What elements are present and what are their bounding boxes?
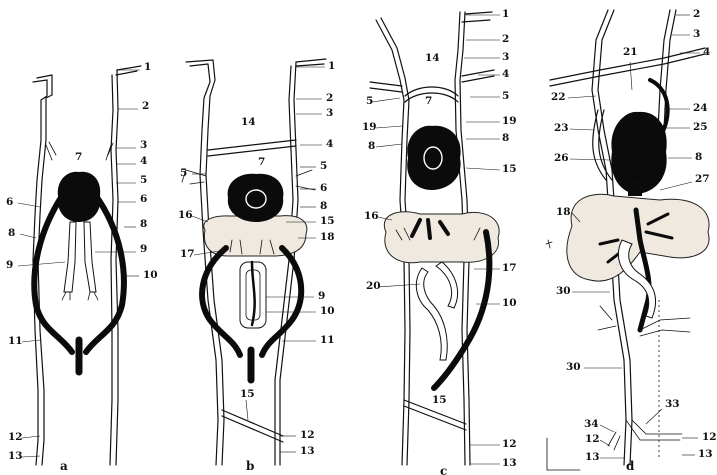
panel-b-label-14: 14 bbox=[241, 116, 256, 128]
panel-d-label-13: 13 bbox=[585, 451, 600, 463]
panel-c-label-5: 5 bbox=[502, 90, 509, 102]
panel-d-label-25: 25 bbox=[693, 121, 708, 133]
panel-b-label-16: 16 bbox=[178, 209, 193, 221]
panel-d-label-3: 3 bbox=[693, 28, 700, 40]
panel-b-label-9: 9 bbox=[318, 290, 325, 302]
panel-a-caption: a bbox=[60, 459, 68, 473]
panel-c-label-20: 20 bbox=[366, 280, 381, 292]
panel-c-label-3: 3 bbox=[502, 51, 509, 63]
panel-d-scale-bar bbox=[547, 438, 580, 470]
panel-c-label-14: 14 bbox=[425, 52, 440, 64]
panel-c-caption: c bbox=[440, 464, 447, 475]
panel-d-label-26: 26 bbox=[554, 152, 569, 164]
panel-b-label-5: 5 bbox=[320, 160, 327, 172]
panel-d-label-24: 24 bbox=[693, 102, 708, 114]
panel-d-label-30: 30 bbox=[566, 361, 581, 373]
panel-a-label-8: 8 bbox=[8, 227, 15, 239]
panel-d-label-13: 13 bbox=[698, 448, 713, 460]
panel-d-label-4: 4 bbox=[703, 46, 710, 58]
panel-b-label-17: 17 bbox=[180, 248, 195, 260]
panel-b-label-1: 1 bbox=[328, 60, 335, 72]
panel-b-heart bbox=[228, 174, 284, 222]
panel-c-label-15: 15 bbox=[432, 394, 447, 406]
panel-d-label-18: 18 bbox=[556, 206, 571, 218]
panel-b-label-11: 11 bbox=[320, 334, 335, 346]
panel-d-label-23: 23 bbox=[554, 122, 569, 134]
panel-b-label-10: 10 bbox=[320, 305, 335, 317]
panel-a bbox=[18, 66, 141, 465]
panel-c-label-13: 13 bbox=[502, 457, 517, 469]
panel-c-label-10: 10 bbox=[502, 297, 517, 309]
panel-d-label-8: 8 bbox=[695, 151, 702, 163]
panel-b-label-4: 4 bbox=[326, 138, 333, 150]
panel-a-label-9: 9 bbox=[140, 243, 147, 255]
panel-b-label-3: 3 bbox=[326, 107, 333, 119]
panel-b-label-15: 15 bbox=[240, 388, 255, 400]
panel-d-label-21: 21 bbox=[623, 46, 638, 58]
panel-c-label-15: 15 bbox=[502, 163, 517, 175]
panel-c-label-16: 16 bbox=[364, 210, 379, 222]
panel-a-label-10: 10 bbox=[143, 269, 158, 281]
panel-d-label-33: 33 bbox=[665, 398, 680, 410]
panel-a-label-11: 11 bbox=[8, 335, 23, 347]
panel-a-label-7: 7 bbox=[75, 151, 82, 163]
panel-a-label-1: 1 bbox=[144, 61, 151, 73]
panel-a-label-3: 3 bbox=[140, 139, 147, 151]
panel-d-label-12: 12 bbox=[702, 431, 717, 443]
panel-c-label-8: 8 bbox=[368, 140, 375, 152]
panel-c-label-17: 17 bbox=[502, 262, 517, 274]
panel-c-liver bbox=[384, 212, 499, 263]
panel-a-label-12: 12 bbox=[8, 431, 23, 443]
panel-c-label-19: 19 bbox=[362, 121, 377, 133]
panel-b-label-8: 8 bbox=[320, 200, 327, 212]
panel-c-label-4: 4 bbox=[502, 68, 509, 80]
panel-a-label-9: 9 bbox=[6, 259, 13, 271]
panel-a-vitelline-arches bbox=[34, 196, 124, 372]
panel-b-label-2: 2 bbox=[326, 92, 333, 104]
panel-a-label-6: 6 bbox=[6, 196, 13, 208]
panel-a-label-6: 6 bbox=[140, 193, 147, 205]
panel-b-label-15: 15 bbox=[320, 215, 335, 227]
panel-b-label-7: 7 bbox=[258, 156, 265, 168]
panel-d bbox=[546, 10, 709, 470]
panel-a-gut bbox=[62, 222, 98, 300]
panel-c-label-5: 5 bbox=[366, 95, 373, 107]
panel-d-label-22: 22 bbox=[551, 91, 566, 103]
panel-d-label-7: 7 bbox=[633, 181, 640, 193]
panel-b-label-5: 5 bbox=[180, 167, 187, 179]
panel-c-label-2: 2 bbox=[502, 33, 509, 45]
panel-b-label-18: 18 bbox=[320, 231, 335, 243]
panel-d-label-27: 27 bbox=[695, 173, 710, 185]
panel-b-label-13: 13 bbox=[300, 445, 315, 457]
panel-a-label-2: 2 bbox=[142, 100, 149, 112]
panel-a-label-5: 5 bbox=[140, 174, 147, 186]
panel-d-caption: d bbox=[626, 459, 635, 473]
panel-a-label-8: 8 bbox=[140, 218, 147, 230]
panel-b-caption: b bbox=[246, 459, 254, 473]
panel-d-label-30: 30 bbox=[556, 285, 571, 297]
panel-a-label-13: 13 bbox=[8, 450, 23, 462]
panel-b-label-12: 12 bbox=[300, 429, 315, 441]
panel-d-label-34: 34 bbox=[584, 418, 599, 430]
panel-c-label-19: 19 bbox=[502, 115, 517, 127]
panel-c-label-1: 1 bbox=[502, 8, 509, 20]
panel-c-label-7: 7 bbox=[425, 95, 432, 107]
panel-b-label-6: 6 bbox=[320, 182, 327, 194]
panel-c-label-8: 8 bbox=[502, 132, 509, 144]
panel-d-label-2: 2 bbox=[693, 8, 700, 20]
panel-c-label-12: 12 bbox=[502, 438, 517, 450]
panel-d-label-12: 12 bbox=[585, 433, 600, 445]
panel-a-heart bbox=[58, 172, 101, 222]
panel-a-label-4: 4 bbox=[140, 155, 147, 167]
panel-c-heart bbox=[407, 126, 460, 190]
